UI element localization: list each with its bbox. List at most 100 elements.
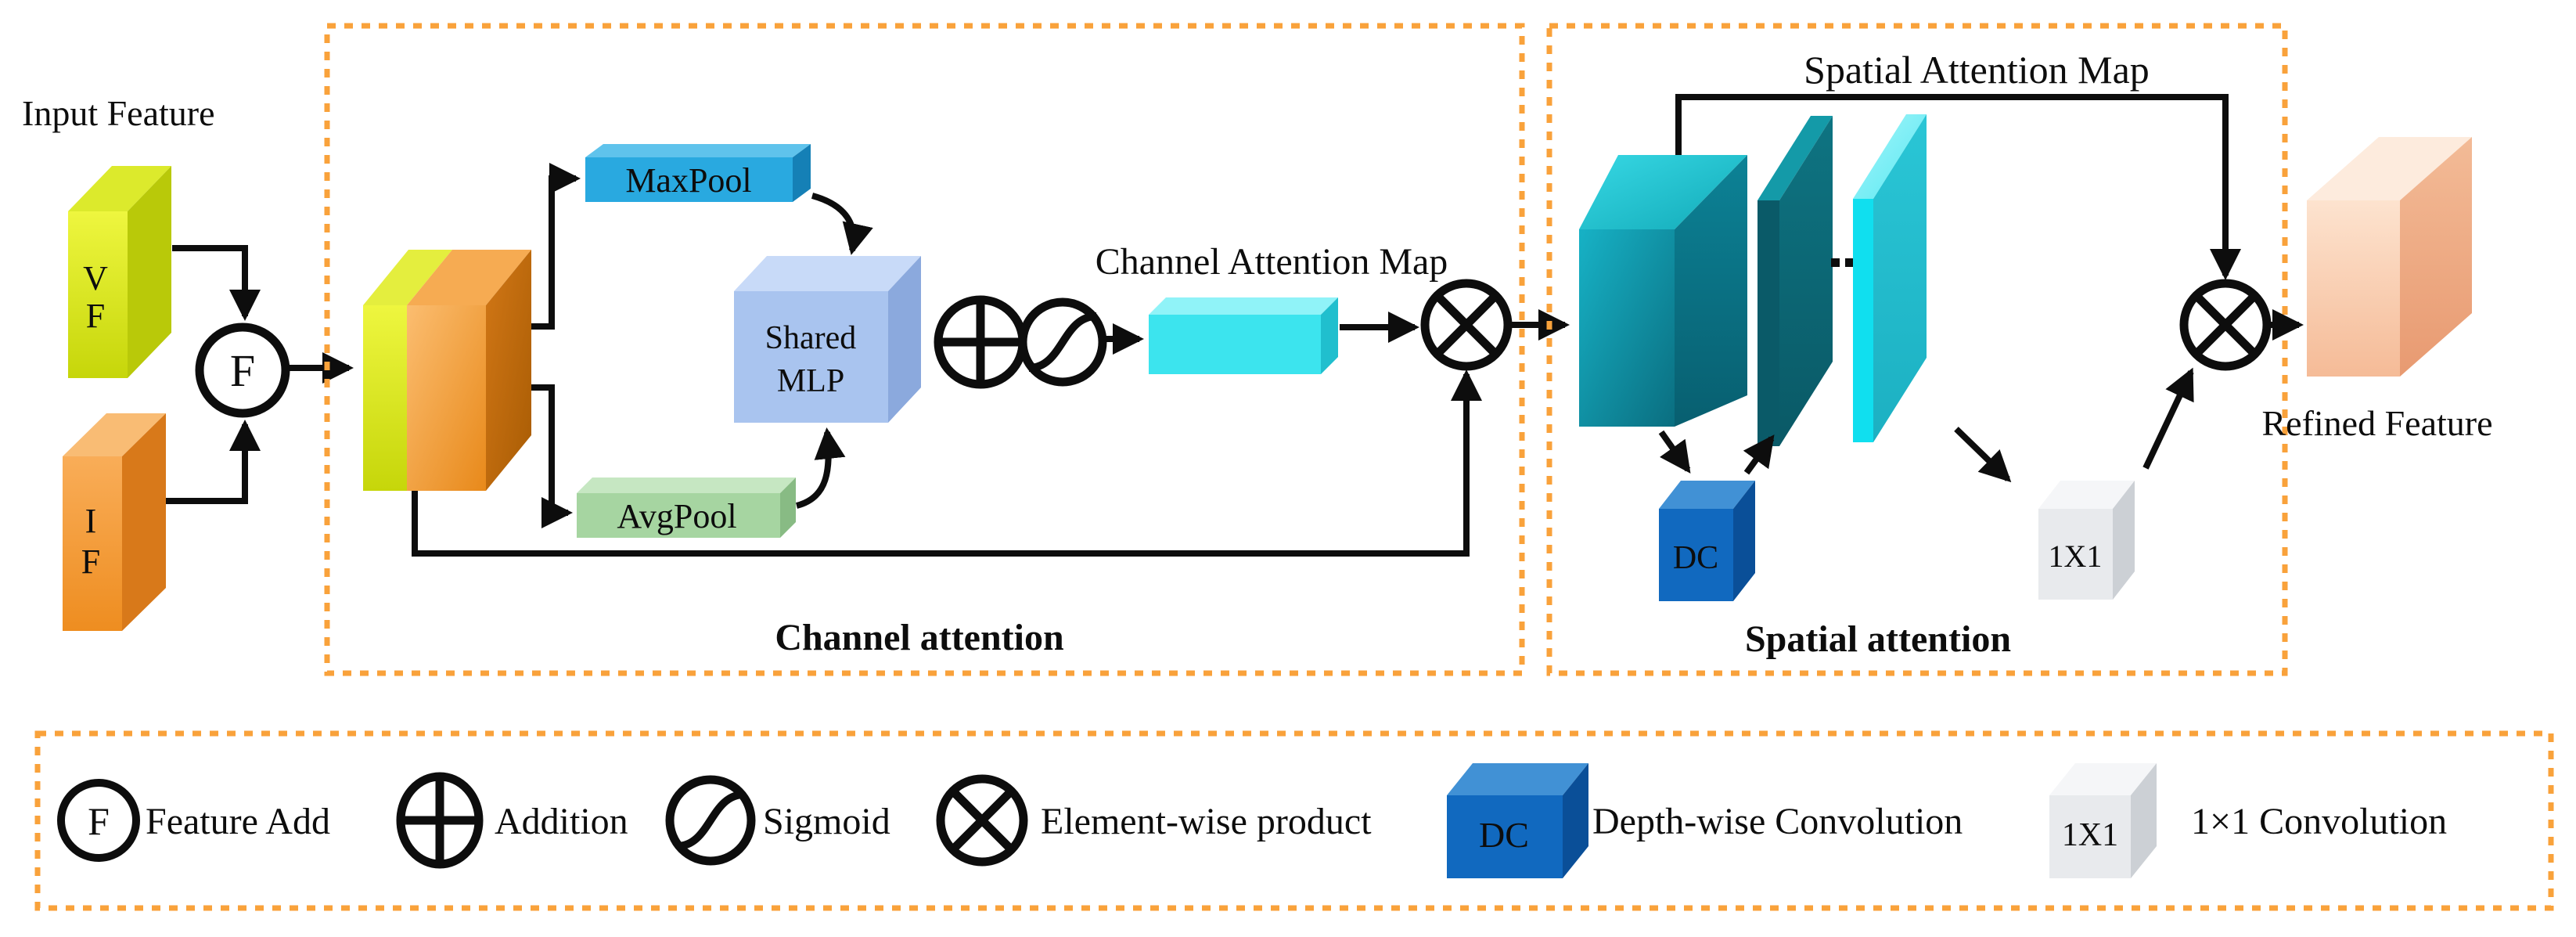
maxpool-label: MaxPool	[625, 161, 751, 200]
vf-block-top-face	[68, 166, 171, 211]
sigmoid-circle-icon	[1018, 297, 1107, 387]
avgpool-to-mlp-arrow	[795, 427, 846, 509]
dc-side-face	[1733, 481, 1755, 601]
spatial-block-1	[1579, 155, 1747, 427]
dc-block: DC	[1659, 481, 1755, 601]
shared-mlp-front-face	[734, 291, 888, 423]
dc-to-block2-arrow	[1743, 434, 1775, 475]
legend-box	[34, 730, 2554, 911]
refined-feature-block	[2307, 137, 2472, 377]
feature-add-node: F	[195, 323, 290, 418]
input-feature-title: Input Feature	[22, 93, 215, 133]
legend-dc-symbol: DC	[1479, 815, 1529, 855]
ellipsis-dot-1	[1831, 258, 1840, 267]
refined-side-face	[2400, 137, 2472, 377]
legend-feature-add-item: F Feature Add	[57, 779, 330, 862]
channel-map-top-face	[1149, 297, 1338, 315]
legend-feature-add-symbol: F	[88, 799, 110, 843]
avgpool-label: AvgPool	[617, 497, 736, 535]
branch-to-avgpool-arrow	[531, 384, 573, 528]
spatial-block1-front-face	[1579, 229, 1675, 427]
spatial-product-circle-icon	[2179, 279, 2272, 371]
shared-mlp-top-face	[734, 256, 921, 291]
conv1x1-side-face	[2113, 481, 2135, 600]
conv1x1-top-face	[2038, 481, 2135, 509]
spatial-attention-map-title: Spatial Attention Map	[1804, 48, 2150, 92]
legend-conv1x1-symbol: 1X1	[2062, 817, 2118, 853]
legend-dc-item: DC Depth-wise Convolution	[1447, 763, 1963, 878]
shared-mlp-label-top: Shared	[765, 320, 857, 356]
avgpool-side-face	[780, 478, 796, 538]
spatial-block3-top-face	[1853, 114, 1927, 199]
spatial-block2-side-face	[1779, 116, 1833, 446]
channel-map-front-face	[1149, 315, 1321, 374]
sigmoid-node	[1018, 297, 1107, 387]
dc-label: DC	[1673, 540, 1718, 576]
fused-block-top-orange	[407, 250, 531, 305]
channel-product-x-icon	[1434, 293, 1498, 357]
legend-product-item: Element-wise product	[936, 774, 1372, 867]
addition-node	[934, 295, 1027, 389]
legend-dc-label: Depth-wise Convolution	[1592, 801, 1963, 842]
branch-to-maxpool-arrow	[531, 163, 581, 330]
spatial-block-2	[1758, 116, 1833, 446]
block3-to-conv1x1-arrow	[1954, 427, 2012, 483]
spatial-product-x-icon	[2193, 293, 2258, 357]
refined-front-face	[2307, 200, 2400, 377]
fused-block-top-yellow	[363, 250, 452, 305]
avgpool-top-face	[577, 478, 796, 493]
fused-block-front-yellow	[363, 305, 407, 491]
channel-product-circle-icon	[1420, 279, 1513, 371]
block1-to-dc-arrow	[1658, 430, 1691, 474]
legend-addition-cross-icon	[401, 777, 479, 864]
spatial-block1-side-face	[1675, 155, 1747, 427]
legend-dc-front-face	[1447, 795, 1563, 878]
channel-product-node	[1420, 279, 1513, 371]
spatial-block-3	[1853, 114, 1927, 442]
if-block-side-face	[122, 413, 166, 631]
if-block-front-face	[63, 456, 122, 631]
legend-sigmoid-circle-icon	[665, 775, 756, 866]
maxpool-side-face	[793, 144, 811, 202]
vf-label-bottom: F	[86, 297, 105, 335]
fused-feature-block	[363, 250, 531, 491]
shared-mlp-label-bottom: MLP	[777, 363, 844, 399]
if-block-top-face	[63, 413, 166, 456]
conv1x1-front-face	[2038, 509, 2113, 600]
avgpool-front-face	[577, 493, 780, 538]
legend-conv1x1-front-face	[2049, 795, 2131, 878]
legend-dc-side-face	[1563, 763, 1588, 878]
legend-sigmoid-label: Sigmoid	[763, 801, 890, 842]
legend-conv1x1-item: 1X1 1×1 Convolution	[2049, 763, 2447, 878]
legend-product-circle-icon	[936, 774, 1028, 867]
if-to-fuse-arrow	[166, 420, 261, 504]
legend-conv1x1-top-face	[2049, 763, 2157, 795]
avgpool-block: AvgPool	[577, 478, 796, 538]
addition-cross-icon	[938, 300, 1023, 384]
vf-block: V F	[68, 166, 171, 378]
legend-conv1x1-label: 1×1 Convolution	[2191, 801, 2447, 842]
legend-product-label: Element-wise product	[1041, 801, 1372, 842]
refined-top-face	[2307, 137, 2472, 200]
feature-add-circle-icon	[195, 323, 290, 418]
shared-mlp-block: Shared MLP	[734, 256, 921, 423]
feature-add-symbol: F	[230, 345, 255, 396]
maxpool-front-face	[585, 157, 793, 202]
conv1x1-label: 1X1	[2049, 539, 2103, 574]
spatial-attention-box	[1546, 23, 2288, 676]
legend-feature-add-label: Feature Add	[146, 801, 330, 842]
maxpool-top-face	[585, 144, 811, 157]
spatial-attention-label: Spatial attention	[1745, 618, 2011, 660]
legend-dc-top-face	[1447, 763, 1588, 795]
channel-attention-box	[324, 23, 1525, 676]
if-label-bottom: F	[81, 542, 100, 581]
spatial-block1-top-face	[1579, 155, 1747, 229]
maxpool-to-mlp-arrow	[811, 193, 873, 255]
channel-map-side-face	[1321, 297, 1338, 374]
channel-attention-label: Channel attention	[775, 617, 1063, 658]
fused-block-side-face	[486, 250, 531, 491]
legend-conv1x1-side-face	[2131, 763, 2157, 878]
conv1x1-to-product-arrow	[2142, 367, 2194, 470]
